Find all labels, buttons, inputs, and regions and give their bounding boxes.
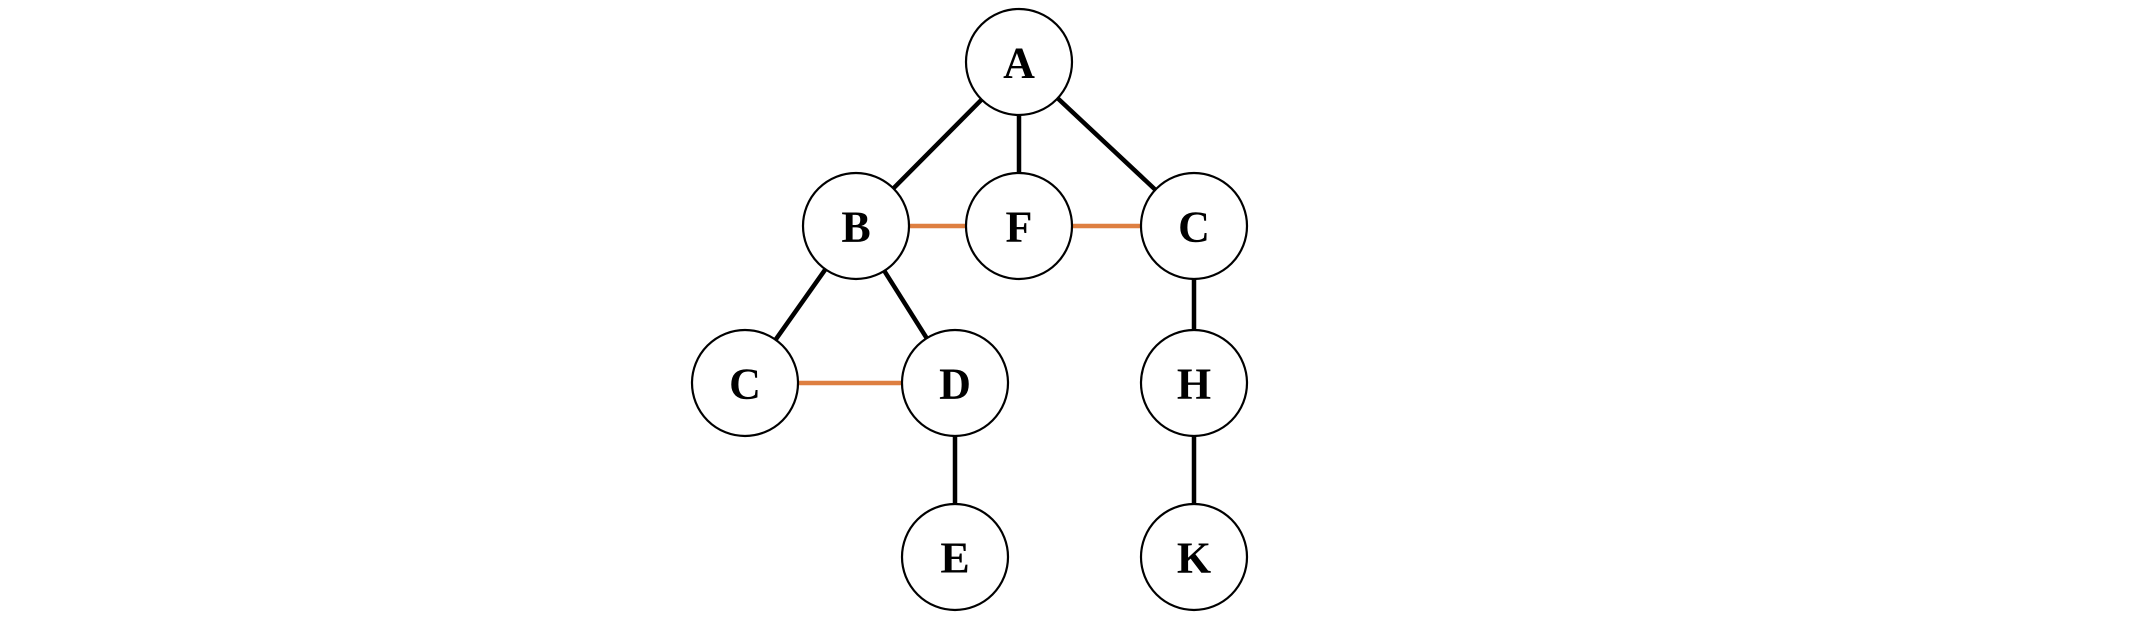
- graph-node-n8[interactable]: K: [1139, 502, 1249, 612]
- node-circle[interactable]: [690, 328, 800, 438]
- node-label: A: [1003, 39, 1035, 88]
- graph-node-n1[interactable]: B: [801, 171, 911, 281]
- graph-node-n4[interactable]: C: [690, 328, 800, 438]
- node-circle[interactable]: [1139, 502, 1249, 612]
- edges-layer: [773, 96, 1197, 504]
- graph-node-n0[interactable]: A: [964, 7, 1074, 117]
- graph-edge-b-d: [882, 269, 929, 340]
- node-label: E: [940, 534, 969, 583]
- node-circle[interactable]: [964, 171, 1074, 281]
- node-label: B: [841, 203, 870, 252]
- graph-node-n6[interactable]: H: [1139, 328, 1249, 438]
- graph-node-n5[interactable]: D: [900, 328, 1010, 438]
- graph-node-n7[interactable]: E: [900, 502, 1010, 612]
- node-circle[interactable]: [900, 328, 1010, 438]
- node-label: H: [1177, 360, 1211, 409]
- graph-node-n2[interactable]: F: [964, 171, 1074, 281]
- graph-edge-a-c: [1056, 96, 1157, 192]
- node-label: D: [939, 360, 971, 409]
- graph-edge-a-b: [891, 98, 984, 190]
- graph-edge-b-c: [773, 267, 828, 342]
- node-circle[interactable]: [1139, 328, 1249, 438]
- node-label: F: [1006, 203, 1033, 252]
- node-label: C: [729, 360, 761, 409]
- node-circle[interactable]: [964, 7, 1074, 117]
- nodes-layer: A B F C C D H E K: [690, 7, 1249, 612]
- graph-node-n3[interactable]: C: [1139, 171, 1249, 281]
- node-label: C: [1178, 203, 1210, 252]
- node-circle[interactable]: [801, 171, 911, 281]
- node-circle[interactable]: [900, 502, 1010, 612]
- node-circle[interactable]: [1139, 171, 1249, 281]
- node-label: K: [1177, 534, 1211, 583]
